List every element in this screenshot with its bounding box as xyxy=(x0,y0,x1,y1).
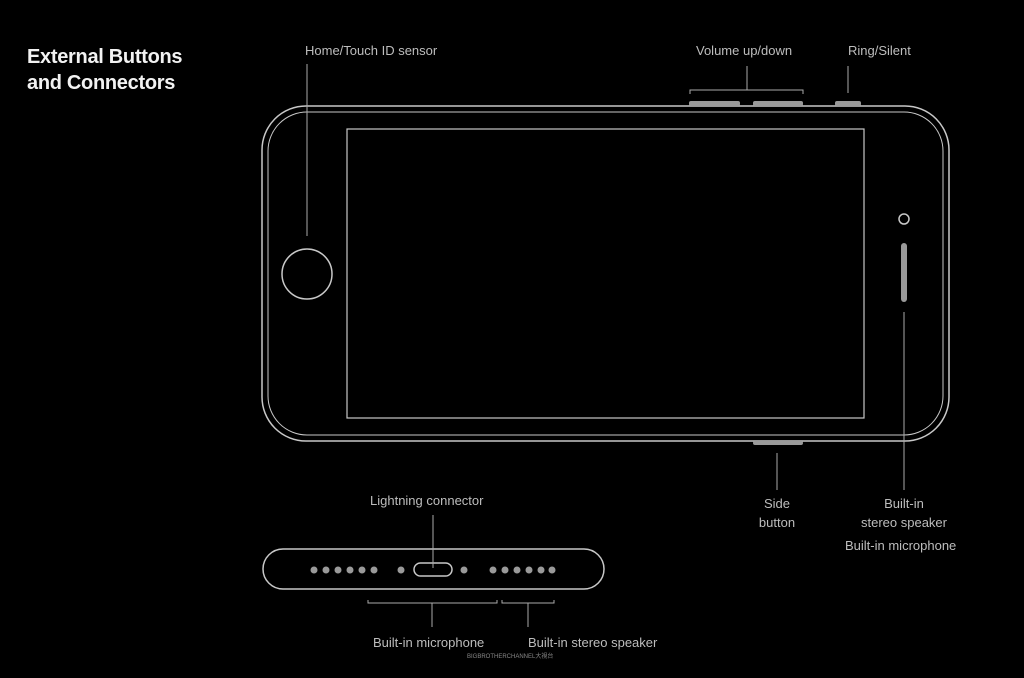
label-side-line-2: button xyxy=(758,515,796,530)
mic-hole xyxy=(397,566,405,574)
speaker-hole xyxy=(513,566,521,574)
page-title: External Buttons and Connectors xyxy=(27,44,183,96)
home-button xyxy=(281,248,333,300)
mic-hole xyxy=(358,566,366,574)
mic-hole xyxy=(334,566,342,574)
label-lightning: Lightning connector xyxy=(370,493,484,508)
label-top-speaker: Built-in stereo speaker xyxy=(854,494,954,532)
label-top-speaker-line-2: stereo speaker xyxy=(861,515,947,530)
watermark: BIGBROTHERCHANNEL大視台 xyxy=(467,654,554,660)
label-side-line-1: Side xyxy=(763,496,791,511)
front-camera xyxy=(898,213,910,225)
mic-hole xyxy=(322,566,330,574)
mic-hole xyxy=(370,566,378,574)
speaker-hole xyxy=(548,566,556,574)
side-button xyxy=(753,441,803,445)
label-bottom-microphone: Built-in microphone xyxy=(373,635,485,650)
phone-body-outer xyxy=(261,105,950,442)
mic-hole xyxy=(310,566,318,574)
label-top-speaker-line-1: Built-in xyxy=(884,496,924,511)
volume-up-button xyxy=(689,101,740,106)
label-right-microphone: Built-in microphone xyxy=(845,538,957,553)
speaker-hole xyxy=(537,566,545,574)
title-line-1: External Buttons xyxy=(27,46,183,68)
title-line-2: and Connectors xyxy=(27,72,176,94)
speaker-bracket xyxy=(501,600,555,604)
label-bottom-speaker: Built-in stereo speaker xyxy=(528,635,658,650)
label-side-button: Side button xyxy=(747,494,807,532)
volume-down-button xyxy=(753,101,803,106)
label-ring-silent: Ring/Silent xyxy=(848,43,911,58)
mic-hole xyxy=(346,566,354,574)
mic-bracket xyxy=(367,600,498,604)
volume-bracket xyxy=(689,89,804,94)
label-home-sensor: Home/Touch ID sensor xyxy=(305,43,438,58)
speaker-hole xyxy=(525,566,533,574)
mic-hole xyxy=(460,566,468,574)
bottom-holes xyxy=(310,566,556,574)
screen xyxy=(346,128,865,419)
earpiece-speaker xyxy=(901,243,907,302)
ring-silent-switch xyxy=(835,101,861,106)
label-volume: Volume up/down xyxy=(696,43,793,58)
speaker-hole xyxy=(501,566,509,574)
phone-body-inner xyxy=(267,111,944,436)
speaker-hole xyxy=(489,566,497,574)
